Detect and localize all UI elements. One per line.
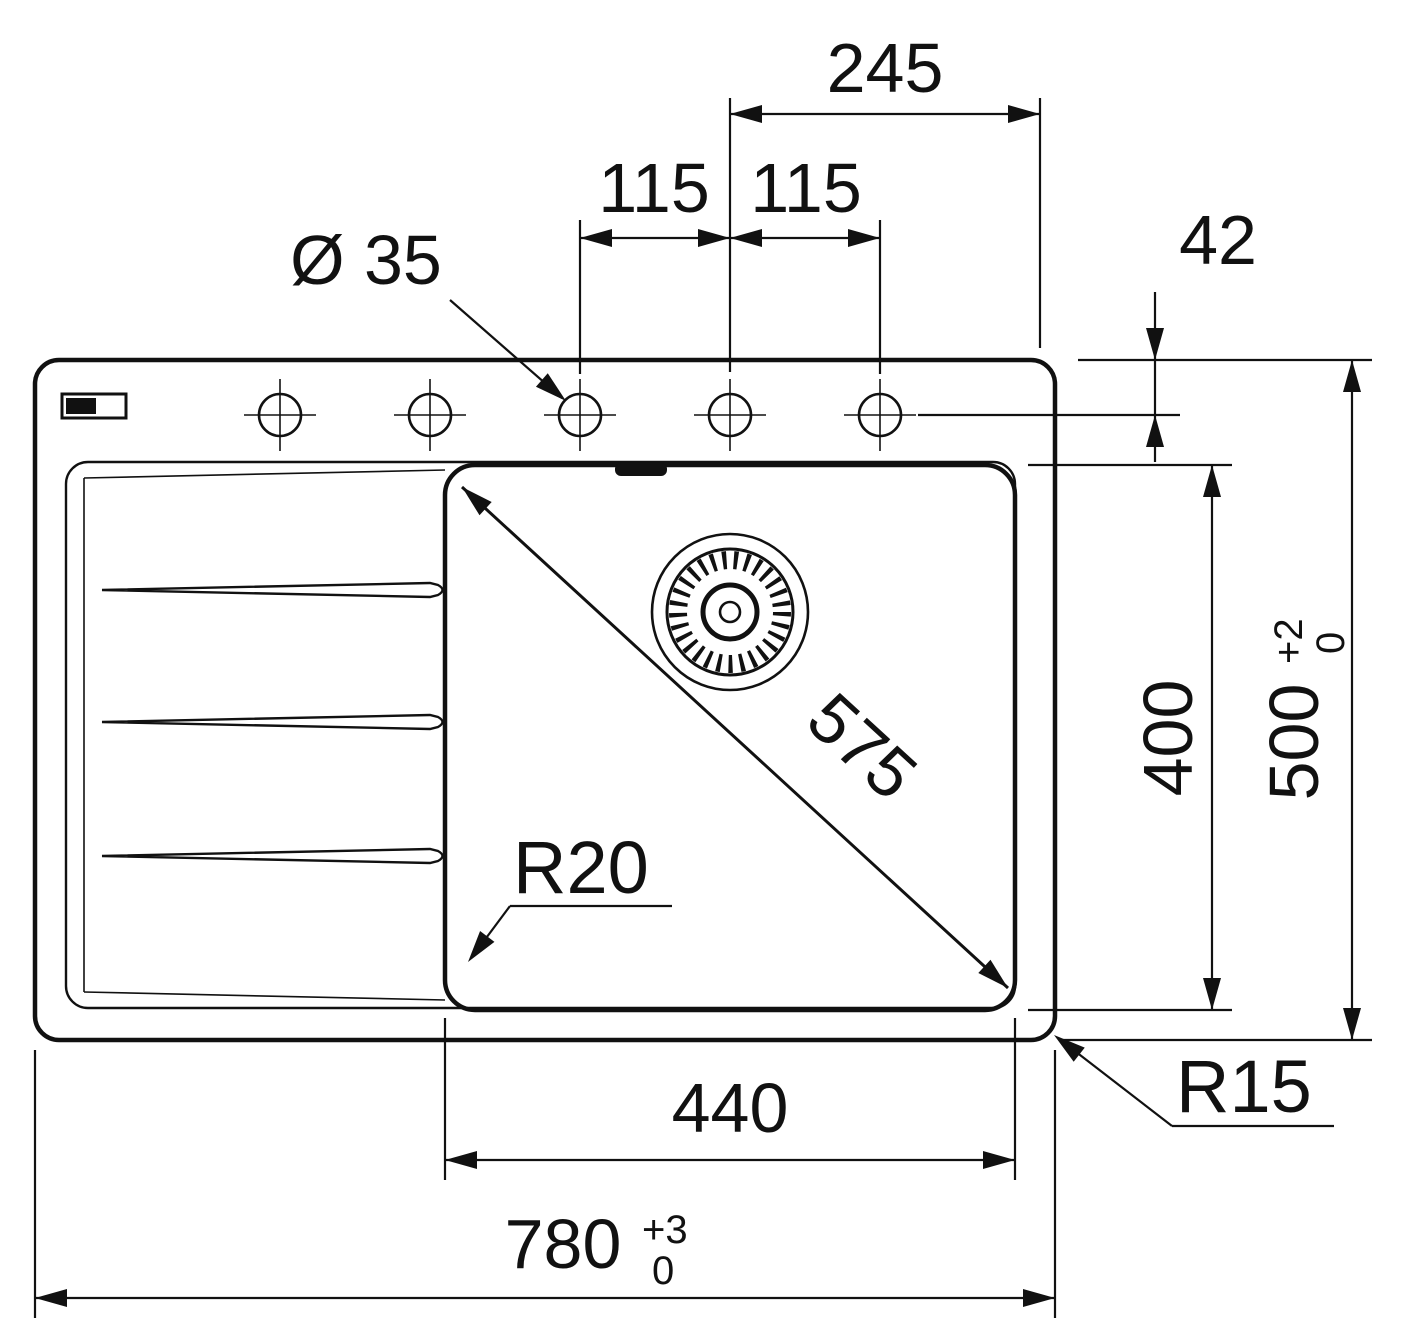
faucet-hole-2 <box>394 379 466 451</box>
drain-ring <box>665 547 795 677</box>
faucet-hole-1 <box>244 379 316 451</box>
dimension-42: 42 <box>918 201 1372 462</box>
drain-inner-ring <box>700 582 760 642</box>
drain-strainer <box>650 532 810 692</box>
dimension-115-pair: 115 115 <box>578 149 882 374</box>
arrowhead <box>1146 415 1164 447</box>
drainboard-inner-edge-bottom <box>83 991 446 1001</box>
faucet-hole-4 <box>694 379 766 451</box>
radius-label-r15: R15 <box>1176 1045 1312 1128</box>
arrowhead <box>983 1151 1015 1169</box>
faucet-hole-5 <box>844 379 916 451</box>
arrowhead <box>1343 1008 1361 1040</box>
dimension-440: 440 <box>443 1018 1017 1180</box>
arrowhead <box>730 229 762 247</box>
dim-label-780: 780 <box>505 1205 622 1283</box>
drain-outer-circle <box>650 532 810 692</box>
dimension-r15: R15 <box>1048 1027 1334 1128</box>
dimension-245: 245 <box>728 29 1042 372</box>
dim-label-115-right: 115 <box>750 149 862 227</box>
dim-label-440: 440 <box>672 1069 789 1147</box>
brand-logo-mark <box>66 398 96 414</box>
arrowhead <box>1343 360 1361 392</box>
arrowhead <box>1023 1289 1055 1307</box>
arrowhead <box>730 105 762 123</box>
dim-label-42: 42 <box>1179 201 1257 279</box>
brand-logo <box>60 392 128 420</box>
dimension-500: 500 +2 0 <box>1062 360 1372 1042</box>
dimension-400: 400 <box>1028 463 1232 1012</box>
tolerance-upper-500: +2 <box>1267 618 1311 664</box>
dim-label-115-left: 115 <box>598 149 710 227</box>
dimension-annotations: 245 115 115 Ø 35 42 <box>33 29 1372 1318</box>
drainboard-groove <box>101 713 444 731</box>
sink-outer-outline <box>32 357 1058 1043</box>
drain-slots <box>669 551 791 673</box>
dim-label-400: 400 <box>1129 680 1207 797</box>
dimension-r20: R20 <box>460 826 672 968</box>
arrowhead <box>1008 105 1040 123</box>
dimension-780: 780 +3 0 <box>33 1050 1057 1318</box>
tolerance-lower-500: 0 <box>1309 632 1353 654</box>
hole-diameter-label: Ø 35 <box>290 221 442 299</box>
arrowhead <box>1203 978 1221 1010</box>
diagonal-dimension-line <box>460 485 1010 990</box>
arrowhead <box>535 373 572 408</box>
drain-center-hole <box>718 600 742 624</box>
arrowhead <box>848 229 880 247</box>
sink-body <box>32 357 1058 1043</box>
drainboard-inner-edge-top <box>83 469 446 479</box>
tolerance-lower-780: 0 <box>652 1249 674 1293</box>
dim-label-500: 500 <box>1255 684 1333 801</box>
arrowhead <box>1146 328 1164 360</box>
drainboard-groove <box>101 581 444 599</box>
bowl-outline <box>442 462 1018 1013</box>
drainboard-groove <box>101 847 444 865</box>
dim-label-245: 245 <box>827 29 944 107</box>
arrowhead <box>698 229 730 247</box>
arrowhead <box>35 1289 67 1307</box>
radius-label-r20: R20 <box>513 826 649 909</box>
arrowhead <box>1203 465 1221 497</box>
dimension-hole-diameter: Ø 35 <box>290 221 572 408</box>
arrowhead <box>580 229 612 247</box>
arrowhead <box>460 931 495 968</box>
arrowhead <box>445 1151 477 1169</box>
faucet-hole-3 <box>544 379 616 451</box>
dim-label-575: 575 <box>793 678 932 814</box>
tolerance-upper-780: +3 <box>642 1208 688 1252</box>
overflow-slot <box>615 463 667 476</box>
